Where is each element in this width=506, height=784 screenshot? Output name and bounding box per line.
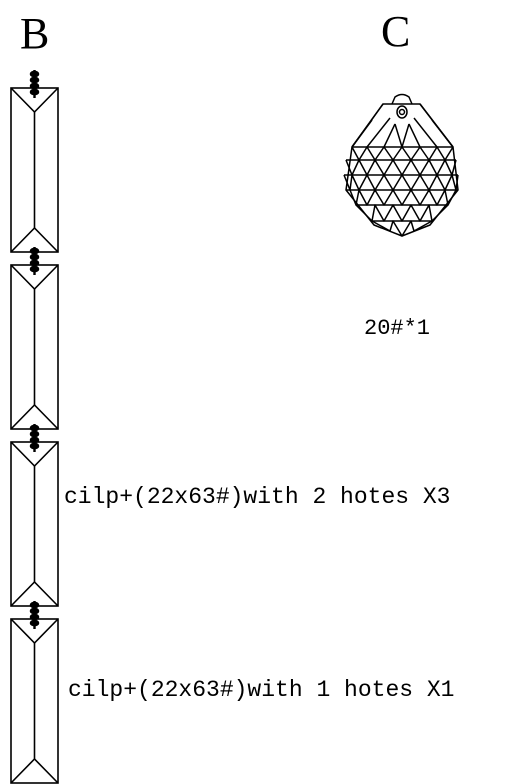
note-one-hole: cilp+(22x63#)with 1 hotes X1 <box>68 677 455 703</box>
clip-bead <box>29 88 40 96</box>
ball-cap <box>391 93 413 105</box>
clip-bead <box>29 265 40 273</box>
clip-bead <box>29 442 40 450</box>
ball-spec-label: 20#*1 <box>364 316 431 341</box>
note-two-holes: cilp+(22x63#)with 2 hotes X3 <box>64 484 451 510</box>
ball-outline <box>345 103 459 237</box>
label-b: B <box>20 9 50 58</box>
prism-4 <box>10 618 59 784</box>
clip-bead <box>29 619 40 627</box>
hanging-hole-icon <box>396 105 408 119</box>
label-c: C <box>381 7 411 56</box>
